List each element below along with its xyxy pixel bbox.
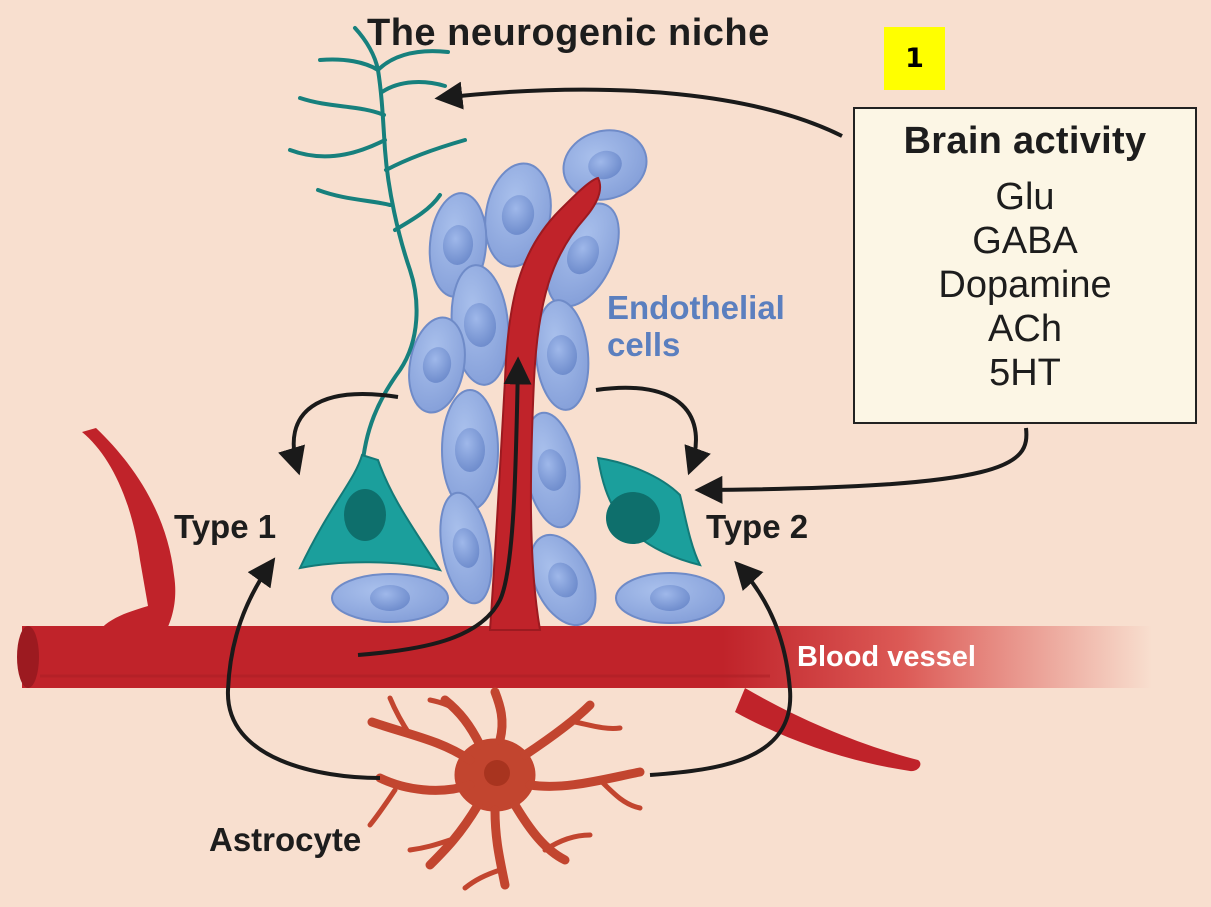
astrocyte-label: Astrocyte: [209, 821, 361, 859]
neurotransmitter-item: GABA: [855, 219, 1195, 263]
endothelial-cell: [556, 121, 655, 208]
neurotransmitter-item: 5HT: [855, 351, 1195, 395]
endothelial-cell: [442, 390, 498, 510]
endothelial-label-line2: cells: [607, 326, 785, 363]
type1-nucleus: [344, 489, 386, 541]
astrocyte: [370, 692, 640, 888]
arrow-brain-to-neuron: [440, 90, 842, 136]
blood-vessel-label: Blood vessel: [797, 641, 976, 674]
vessel-end: [17, 626, 39, 688]
astrocyte-nucleus: [484, 760, 510, 786]
endothelial-label: Endothelial cells: [607, 289, 785, 363]
vessel-main: [22, 626, 1152, 688]
brain-activity-box: Brain activity Glu GABA Dopamine ACh 5HT: [853, 107, 1197, 424]
type2-cell: [598, 458, 700, 565]
neurotransmitter-item: Dopamine: [855, 263, 1195, 307]
type1-label: Type 1: [174, 508, 276, 546]
brain-activity-title: Brain activity: [855, 120, 1195, 163]
neurotransmitter-item: ACh: [855, 307, 1195, 351]
type2-nucleus: [606, 492, 660, 544]
type1-cell: [300, 455, 440, 570]
vessel-branch-left: [82, 428, 175, 633]
type2-label: Type 2: [706, 508, 808, 546]
step-badge: 1: [884, 27, 945, 90]
endothelial-cell: [332, 574, 448, 622]
arrow-brain-to-type2: [700, 428, 1026, 490]
endothelial-label-line1: Endothelial: [607, 289, 785, 326]
neurotransmitter-item: Glu: [855, 175, 1195, 219]
diagram-title: The neurogenic niche: [367, 12, 770, 55]
neurotransmitter-list: Glu GABA Dopamine ACh 5HT: [855, 175, 1195, 395]
endothelial-cell: [616, 573, 724, 623]
vessel-branch-right: [735, 688, 920, 771]
arrow-endo-to-type1: [294, 394, 398, 470]
arrow-endo-to-type2: [596, 388, 696, 470]
